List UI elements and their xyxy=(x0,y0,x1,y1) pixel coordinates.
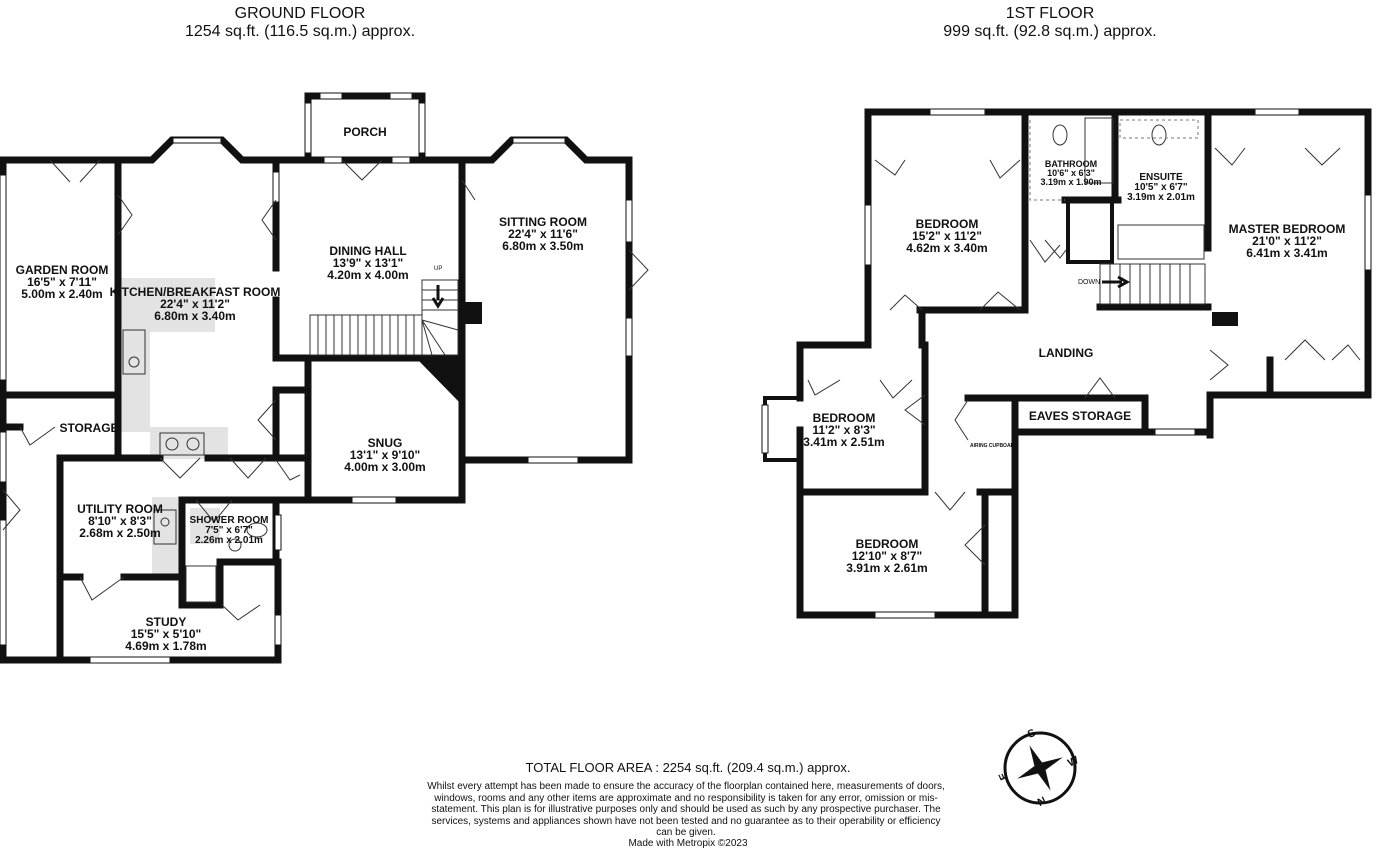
room-label-bedroom-1: BEDROOM 15'2" x 11'2" 4.62m x 3.40m xyxy=(906,218,987,254)
ground-floor-name: GROUND FLOOR xyxy=(234,5,366,22)
room-name: PORCH xyxy=(343,125,387,139)
room-label-bathroom: BATHROOM 10'6" x 6'3" 3.19m x 1.90m xyxy=(1040,160,1101,187)
room-metric: 4.69m x 1.78m xyxy=(125,639,207,653)
room-imperial: 10'5" x 6'7" xyxy=(1134,182,1188,193)
room-label-master-bedroom: MASTER BEDROOM 21'0" x 11'2" 6.41m x 3.4… xyxy=(1229,223,1346,259)
room-metric: 4.20m x 4.00m xyxy=(327,268,409,282)
room-metric: 5.00m x 2.40m xyxy=(21,287,103,301)
compass-rose xyxy=(1003,731,1077,805)
ground-floor-area: 1254 sq.ft. (116.5 sq.m.) approx. xyxy=(184,23,416,40)
room-metric: 2.68m x 2.50m xyxy=(79,526,161,540)
room-name: STORAGE xyxy=(59,421,119,435)
room-imperial: 10'6" x 6'3" xyxy=(1047,168,1095,178)
room-metric: 4.00m x 3.00m xyxy=(344,460,426,474)
first-floor-title: 1ST FLOOR 999 sq.ft. (92.8 sq.m.) approx… xyxy=(880,5,1220,41)
room-imperial: 22'4" x 11'2" xyxy=(160,297,230,311)
credit-text: Made with Metropix ©2023 xyxy=(628,838,748,849)
total-floor-area: TOTAL FLOOR AREA : 2254 sq.ft. (209.4 sq… xyxy=(525,760,851,775)
room-label-bedroom-2: BEDROOM 11'2" x 8'3" 3.41m x 2.51m xyxy=(803,412,884,448)
room-imperial: 8'10" x 8'3" xyxy=(88,514,152,528)
room-name: DINING HALL xyxy=(329,244,407,258)
room-imperial: 15'5" x 5'10" xyxy=(130,627,202,641)
room-imperial: 11'2" x 8'3" xyxy=(812,423,876,437)
room-name: SITTING ROOM xyxy=(499,215,587,229)
room-name: SHOWER ROOM xyxy=(189,515,269,526)
room-label-ensuite: ENSUITE 10'5" x 6'7" 3.19m x 2.01m xyxy=(1127,173,1195,203)
room-metric: 6.80m x 3.40m xyxy=(154,309,236,323)
room-label-snug: SNUG 13'1" x 9'10" 4.00m x 3.00m xyxy=(344,437,425,473)
room-name: EAVES STORAGE xyxy=(1028,409,1132,423)
room-name: LANDING xyxy=(1038,346,1094,360)
ground-floor-plan xyxy=(0,92,649,664)
room-label-study: STUDY 15'5" x 5'10" 4.69m x 1.78m xyxy=(125,616,206,652)
room-imperial: 22'4" x 11'6" xyxy=(508,227,578,241)
room-name: KITCHEN/BREAKFAST ROOM xyxy=(109,285,281,299)
room-name: ENSUITE xyxy=(1139,172,1183,183)
room-label-porch: PORCH xyxy=(343,126,386,138)
room-metric: 3.19m x 1.90m xyxy=(1040,177,1102,187)
room-metric: 3.19m x 2.01m xyxy=(1127,192,1195,203)
stairs-down-label: DOWN xyxy=(1078,279,1101,286)
room-metric: 6.80m x 3.50m xyxy=(502,239,584,253)
room-name: MASTER BEDROOM xyxy=(1228,222,1346,236)
first-floor-area: 999 sq.ft. (92.8 sq.m.) approx. xyxy=(943,23,1157,40)
room-label-sitting-room: SITTING ROOM 22'4" x 11'6" 6.80m x 3.50m xyxy=(499,216,587,252)
room-label-shower-room: SHOWER ROOM 7'5" x 6'7" 2.26m x 2.01m xyxy=(190,516,269,546)
room-label-bedroom-3: BEDROOM 12'10" x 8'7" 3.91m x 2.61m xyxy=(846,538,927,574)
room-name: BEDROOM xyxy=(855,537,919,551)
room-imperial: 7'5" x 6'7" xyxy=(205,525,253,536)
room-metric: 3.41m x 2.51m xyxy=(803,435,885,449)
room-imperial: 16'5" x 7'11" xyxy=(27,275,97,289)
room-name: BEDROOM xyxy=(915,217,979,231)
room-metric: 6.41m x 3.41m xyxy=(1246,246,1328,260)
room-imperial: 12'10" x 8'7" xyxy=(851,549,923,563)
first-floor-name: 1ST FLOOR xyxy=(1005,5,1095,22)
room-name: UTILITY ROOM xyxy=(77,502,163,516)
room-imperial: 13'1" x 9'10" xyxy=(349,448,421,462)
room-imperial: 13'9" x 13'1" xyxy=(332,256,404,270)
room-label-utility-room: UTILITY ROOM 8'10" x 8'3" 2.68m x 2.50m xyxy=(77,503,163,539)
room-metric: 3.91m x 2.61m xyxy=(846,561,928,575)
room-metric: 4.62m x 3.40m xyxy=(906,241,988,255)
ground-floor-title: GROUND FLOOR 1254 sq.ft. (116.5 sq.m.) a… xyxy=(130,5,470,41)
room-name: GARDEN ROOM xyxy=(15,263,109,277)
room-label-kitchen: KITCHEN/BREAKFAST ROOM 22'4" x 11'2" 6.8… xyxy=(110,286,281,322)
room-name: SNUG xyxy=(367,436,403,450)
room-name: BEDROOM xyxy=(812,411,876,425)
stairs-up-label: UP xyxy=(434,266,443,272)
room-label-landing: LANDING xyxy=(1039,347,1094,359)
room-imperial: 15'2" x 11'2" xyxy=(912,229,982,243)
room-label-eaves-storage: EAVES STORAGE xyxy=(1029,410,1131,422)
room-metric: 2.26m x 2.01m xyxy=(195,535,263,546)
room-label-garden-room: GARDEN ROOM 16'5" x 7'11" 5.00m x 2.40m xyxy=(16,264,109,300)
first-floor-plan xyxy=(761,108,1372,619)
room-name: BATHROOM xyxy=(1044,159,1098,169)
room-label-dining-hall: DINING HALL 13'9" x 13'1" 4.20m x 4.00m xyxy=(327,245,408,281)
room-label-airing-cupboard: AIRING CUPBOARD xyxy=(970,443,1018,449)
room-label-storage: STORAGE xyxy=(59,422,118,434)
room-imperial: 21'0" x 11'2" xyxy=(1252,234,1322,248)
disclaimer-text: Whilst every attempt has been made to en… xyxy=(427,781,945,838)
room-name: STUDY xyxy=(145,615,187,629)
